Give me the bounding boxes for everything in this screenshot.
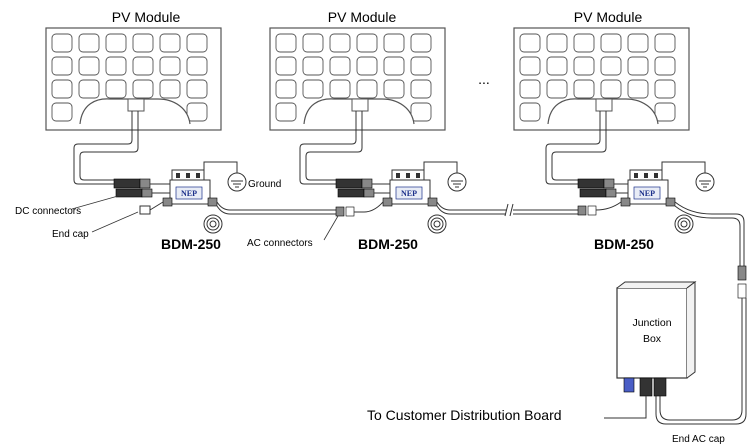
microinverter-3-logo-badge (633, 186, 661, 200)
pv-module-3: PV Module (513, 9, 690, 185)
ac-connector-male (335, 206, 345, 217)
end-ac-cap-label: End AC cap (672, 434, 725, 445)
ground-3 (661, 161, 715, 192)
distribution-board-label: To Customer Distribution Board (367, 407, 562, 423)
junction-box-gland-left (639, 377, 653, 397)
ground-3-icon (695, 172, 715, 192)
ac-trunk-cable (139, 201, 747, 425)
pv-module-2-dc-lead-pos (299, 111, 357, 185)
junction-box-gland-small (623, 377, 635, 393)
pv-module-1-dc-lead-pos (73, 111, 133, 185)
microinverter-2-logo: NEP (401, 189, 417, 198)
cable-coil-2 (427, 214, 447, 234)
pv-module-2: PV Module (269, 9, 446, 185)
pv-module-2-dc-lead-neg (305, 111, 363, 181)
dc-connectors-2 (335, 178, 390, 198)
microinverter-3: NEP BDM-250 (594, 169, 676, 252)
pv-module-3-title: PV Module (574, 9, 643, 25)
microinverter-2-model: BDM-250 (358, 236, 418, 252)
microinverter-3-model: BDM-250 (594, 236, 654, 252)
end-cap-label: End cap (52, 229, 89, 240)
pv-module-3-cells (519, 33, 676, 122)
ac-connector-female (345, 206, 355, 217)
pv-module-1-cells (51, 33, 208, 122)
pv-module-1: PV Module (45, 9, 222, 185)
cable-coil-3 (674, 214, 694, 234)
microinverter-1-logo-badge (175, 186, 203, 200)
pv-module-1-junction-box (127, 98, 145, 112)
pv-module-3-dc-lead-neg (551, 111, 607, 181)
junction-box-label-line1: Junction (632, 317, 671, 329)
microinverter-2: NEP BDM-250 (358, 169, 438, 252)
microinverter-1-model: BDM-250 (161, 236, 221, 252)
microinverter-2-logo-badge (395, 186, 423, 200)
end-cap (139, 205, 151, 215)
ground-2-icon (447, 172, 467, 192)
dc-connectors-1 (113, 178, 170, 198)
pv-module-1-title: PV Module (112, 9, 181, 25)
junction-box: Junction Box (604, 281, 697, 419)
pv-module-3-junction-box (595, 98, 613, 112)
pv-module-2-cells (275, 33, 432, 122)
pv-module-3-dc-lead-pos (545, 111, 601, 185)
more-modules-ellipsis: ... (478, 71, 490, 87)
pv-module-2-junction-box (351, 98, 369, 112)
ground-1 (203, 161, 247, 192)
dc-connectors-label: DC connectors (15, 206, 81, 217)
cable-coil-1 (203, 214, 223, 234)
microinverter-1: NEP BDM-250 (161, 169, 221, 252)
pv-module-2-title: PV Module (328, 9, 397, 25)
microinverter-3-logo: NEP (639, 189, 655, 198)
junction-box-label-line2: Box (643, 333, 662, 345)
junction-box-gland-right (653, 377, 667, 397)
ground-label: Ground (248, 179, 281, 190)
microinverter-1-logo: NEP (181, 189, 197, 198)
dc-connectors-3 (577, 178, 628, 198)
ground-2 (423, 161, 467, 192)
ground-1-icon (227, 172, 247, 192)
pv-module-1-dc-lead-neg (79, 111, 139, 181)
ac-connectors-label: AC connectors (247, 238, 313, 249)
